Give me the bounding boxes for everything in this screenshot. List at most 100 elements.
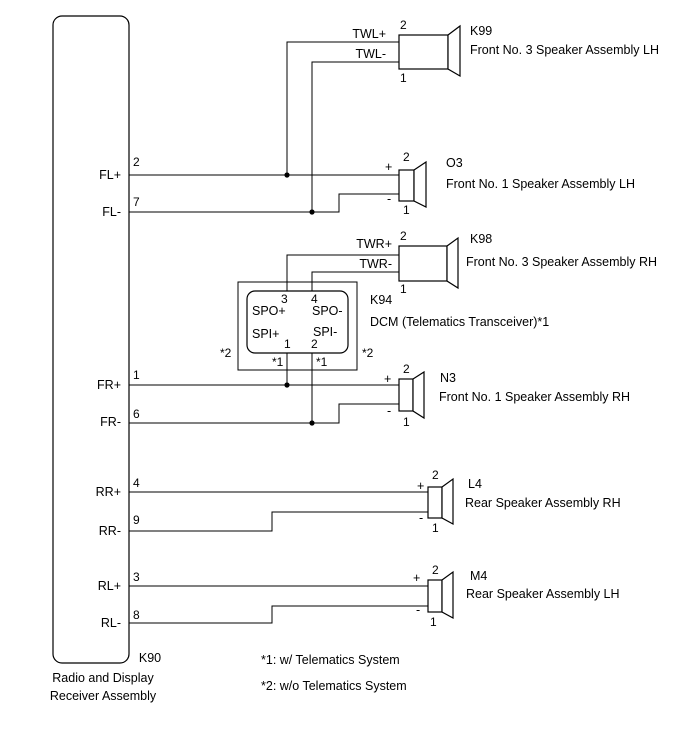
speaker-l4-cone bbox=[441, 477, 454, 526]
speaker-k99-cone bbox=[447, 24, 461, 78]
terminal-label-fr-minus: FR- bbox=[100, 415, 121, 429]
speaker-m4-pin-pos: 2 bbox=[432, 563, 439, 577]
speaker-o3-pos-sign: + bbox=[385, 160, 392, 174]
speaker-o3-pin-pos: 2 bbox=[403, 150, 410, 164]
speaker-m4-code: M4 bbox=[470, 569, 487, 583]
splice-fr-minus bbox=[309, 420, 315, 426]
dcm-mark-1-right: *1 bbox=[316, 355, 328, 369]
speaker-l4-code: L4 bbox=[468, 477, 482, 491]
speaker-k98-cone bbox=[446, 236, 459, 290]
speaker-k98-body bbox=[398, 245, 448, 282]
terminal-label-rr-minus: RR- bbox=[99, 524, 121, 538]
radio-receiver-name-line2: Receiver Assembly bbox=[50, 689, 157, 703]
speaker-k99-pin-neg: 1 bbox=[400, 71, 407, 85]
speaker-k99-pos-label: TWL+ bbox=[352, 27, 386, 41]
footnote-1: *1: w/ Telematics System bbox=[261, 653, 400, 667]
speaker-n3-name: Front No. 1 Speaker Assembly RH bbox=[439, 390, 630, 404]
splice-fl-minus bbox=[309, 209, 315, 215]
speaker-k99-neg-label: TWL- bbox=[355, 47, 386, 61]
speaker-m4-pos-sign: + bbox=[413, 571, 420, 585]
dcm-pin-spi-minus: 2 bbox=[311, 337, 318, 351]
dcm-mark-2-right: *2 bbox=[362, 346, 374, 360]
speaker-o3: + - 2 1 O3 Front No. 1 Speaker Assembly … bbox=[385, 150, 635, 217]
radio-receiver-code: K90 bbox=[139, 651, 161, 665]
terminal-pin-fr-plus: 1 bbox=[133, 368, 140, 382]
wire-rr-minus bbox=[129, 511, 428, 532]
dcm-pin-spo-plus: 3 bbox=[281, 292, 288, 306]
speaker-m4-neg-sign: - bbox=[416, 603, 420, 617]
speaker-k98-name: Front No. 3 Speaker Assembly RH bbox=[466, 255, 657, 269]
speaker-n3-pos-sign: + bbox=[384, 372, 391, 386]
wire-twl-plus bbox=[286, 41, 399, 175]
speaker-l4-neg-sign: - bbox=[419, 511, 423, 525]
dcm-mark-2-left: *2 bbox=[220, 346, 232, 360]
speaker-o3-name: Front No. 1 Speaker Assembly LH bbox=[446, 177, 635, 191]
dcm-body bbox=[246, 290, 349, 354]
speaker-k99-name: Front No. 3 Speaker Assembly LH bbox=[470, 43, 659, 57]
speaker-n3-pin-neg: 1 bbox=[403, 415, 410, 429]
speaker-l4-name: Rear Speaker Assembly RH bbox=[465, 496, 621, 510]
dcm-label-spo-minus: SPO- bbox=[312, 304, 343, 318]
terminal-pin-rl-minus: 8 bbox=[133, 608, 140, 622]
speaker-l4: + - 2 1 L4 Rear Speaker Assembly RH bbox=[417, 468, 621, 535]
dcm-pin-spo-minus: 4 bbox=[311, 292, 318, 306]
speaker-n3-cone bbox=[412, 370, 425, 420]
radio-receiver-name-line1: Radio and Display bbox=[52, 671, 154, 685]
speaker-m4-cone bbox=[441, 570, 454, 620]
dcm-label-spo-plus: SPO+ bbox=[252, 304, 286, 318]
dcm-label-spi-minus: SPI- bbox=[313, 325, 337, 339]
terminal-label-fl-minus: FL- bbox=[102, 205, 121, 219]
speaker-o3-body bbox=[398, 169, 415, 202]
speaker-o3-pin-neg: 1 bbox=[403, 203, 410, 217]
dcm-option-outline bbox=[237, 281, 358, 371]
splice-fl-plus bbox=[284, 172, 290, 178]
speaker-k99-pin-pos: 2 bbox=[400, 18, 407, 32]
speaker-k98: TWR+ TWR- 2 1 K98 Front No. 3 Speaker As… bbox=[356, 229, 657, 296]
speaker-n3: + - 2 1 N3 Front No. 1 Speaker Assembly … bbox=[384, 362, 630, 429]
terminal-pin-rl-plus: 3 bbox=[133, 570, 140, 584]
speaker-m4-name: Rear Speaker Assembly LH bbox=[466, 587, 620, 601]
speaker-l4-pin-neg: 1 bbox=[432, 521, 439, 535]
terminal-label-rl-minus: RL- bbox=[101, 616, 121, 630]
speaker-k99-body bbox=[398, 34, 449, 70]
speaker-n3-body bbox=[398, 378, 414, 412]
terminal-pin-fr-minus: 6 bbox=[133, 407, 140, 421]
speaker-k98-pin-pos: 2 bbox=[400, 229, 407, 243]
speaker-l4-pos-sign: + bbox=[417, 479, 424, 493]
dcm-mark-1-left: *1 bbox=[272, 355, 284, 369]
wire-twl-minus bbox=[311, 61, 399, 212]
footnotes: *1: w/ Telematics System *2: w/o Telemat… bbox=[261, 653, 407, 693]
speaker-o3-cone bbox=[413, 160, 427, 208]
terminal-label-fl-plus: FL+ bbox=[99, 168, 121, 182]
speaker-k98-pos-label: TWR+ bbox=[356, 237, 392, 251]
dcm-pin-spi-plus: 1 bbox=[284, 337, 291, 351]
wire-fr-minus bbox=[129, 403, 399, 424]
terminal-pin-rr-plus: 4 bbox=[133, 476, 140, 490]
terminal-label-rr-plus: RR+ bbox=[96, 485, 121, 499]
dcm-label-spi-plus: SPI+ bbox=[252, 327, 279, 341]
terminal-pin-rr-minus: 9 bbox=[133, 513, 140, 527]
speaker-k98-code: K98 bbox=[470, 232, 492, 246]
wire-rl-minus bbox=[129, 605, 428, 624]
terminal-pin-fl-minus: 7 bbox=[133, 195, 140, 209]
speaker-l4-pin-pos: 2 bbox=[432, 468, 439, 482]
footnote-2: *2: w/o Telematics System bbox=[261, 679, 407, 693]
speaker-m4-pin-neg: 1 bbox=[430, 615, 437, 629]
speaker-k98-neg-label: TWR- bbox=[359, 257, 392, 271]
speaker-k99-code: K99 bbox=[470, 24, 492, 38]
speaker-o3-code: O3 bbox=[446, 156, 463, 170]
speaker-l4-body bbox=[427, 486, 443, 519]
speaker-n3-code: N3 bbox=[440, 371, 456, 385]
speaker-k99: TWL+ TWL- 2 1 K99 Front No. 3 Speaker As… bbox=[352, 18, 659, 85]
radio-receiver-body bbox=[52, 15, 130, 664]
terminal-pin-fl-plus: 2 bbox=[133, 155, 140, 169]
dcm-name: DCM (Telematics Transceiver)*1 bbox=[370, 315, 549, 329]
speaker-o3-neg-sign: - bbox=[387, 192, 391, 206]
speaker-k98-pin-neg: 1 bbox=[400, 282, 407, 296]
dcm-code: K94 bbox=[370, 293, 392, 307]
speaker-n3-neg-sign: - bbox=[387, 404, 391, 418]
wire-fl-minus bbox=[129, 193, 399, 213]
splice-fr-plus bbox=[284, 382, 290, 388]
speaker-m4-body bbox=[427, 579, 443, 613]
